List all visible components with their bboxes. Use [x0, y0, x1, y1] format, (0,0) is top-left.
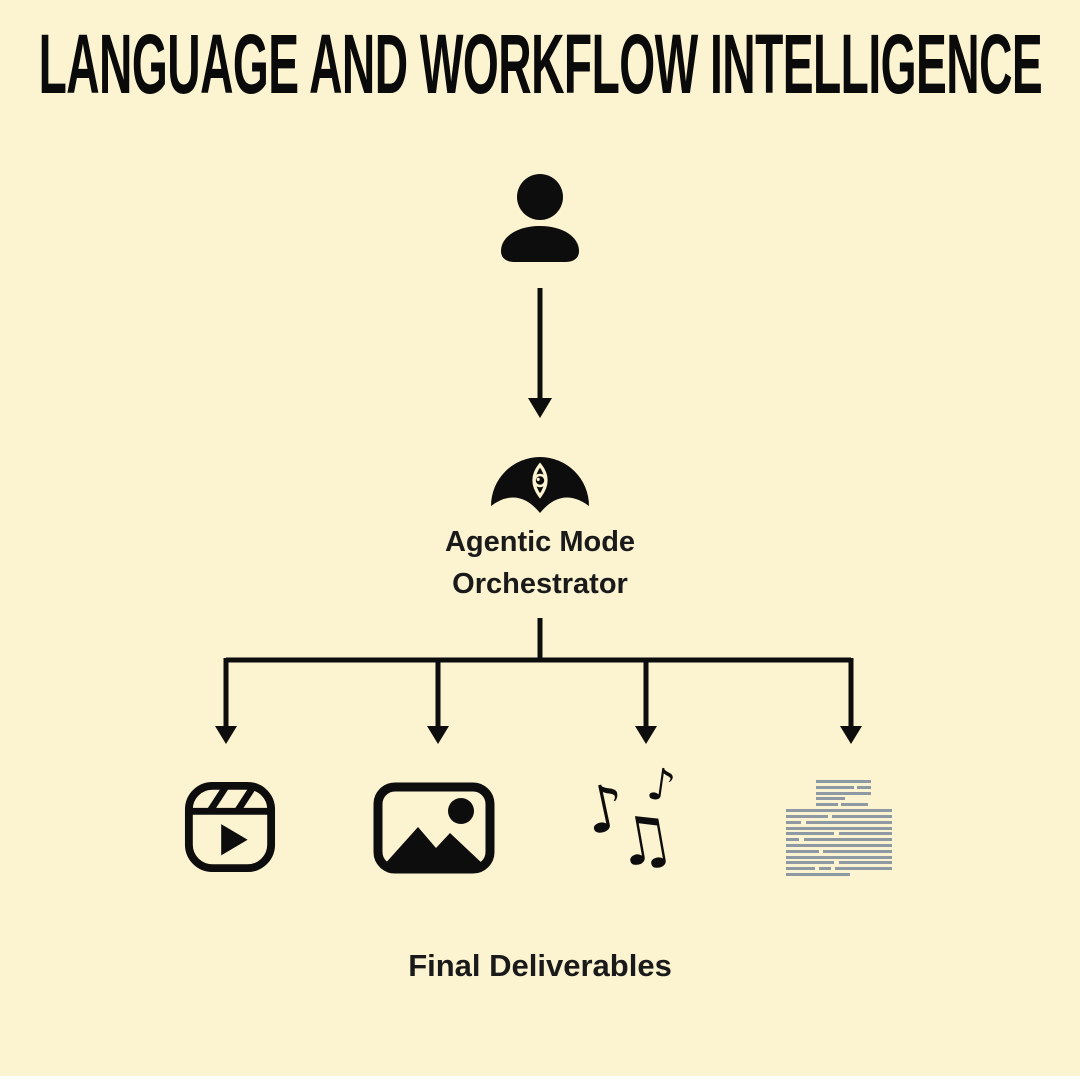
- doc-text-line: [815, 797, 896, 801]
- bottom-edge-strip: [0, 1076, 1080, 1080]
- person-icon: [501, 174, 579, 262]
- doc-text-line: [815, 785, 896, 789]
- text-document-icon: [786, 780, 896, 876]
- doc-text-line: [786, 814, 896, 818]
- doc-text-line: [815, 803, 896, 807]
- doc-text-line: [786, 838, 896, 842]
- page-title: LANGUAGE AND WORKFLOW INTELLIGENCE: [38, 17, 1042, 111]
- orchestrator-label-line1: Agentic Mode: [444, 526, 636, 558]
- doc-text-line: [815, 780, 896, 783]
- orchestrator-label-line2: Orchestrator: [452, 568, 628, 600]
- music-notes-icon: ♪ ♪ ♫: [578, 758, 689, 884]
- doc-text-line: [786, 832, 896, 836]
- music-beamed-note-glyph: ♫: [608, 797, 681, 884]
- orchestrator-label: Agentic Mode Orchestrator: [0, 521, 1080, 605]
- branch-connector-arrows: [215, 618, 862, 744]
- reels-video-icon: [184, 781, 276, 873]
- arrow-down-icon: [528, 288, 552, 418]
- doc-text-line: [786, 867, 896, 871]
- doc-text-line: [786, 861, 896, 865]
- doc-text-line: [786, 809, 896, 813]
- page-title-wrap: LANGUAGE AND WORKFLOW INTELLIGENCE: [0, 22, 1080, 106]
- final-deliverables-label: Final Deliverables: [408, 948, 672, 983]
- doc-text-line: [786, 849, 896, 853]
- bat-eye-icon: [491, 457, 589, 513]
- doc-text-line: [815, 791, 896, 795]
- doc-text-line: [786, 855, 896, 859]
- doc-text-line: [786, 826, 896, 830]
- image-photo-icon: [373, 782, 495, 874]
- doc-text-line: [786, 820, 896, 824]
- doc-text-line: [786, 873, 896, 876]
- doc-text-line: [786, 843, 896, 847]
